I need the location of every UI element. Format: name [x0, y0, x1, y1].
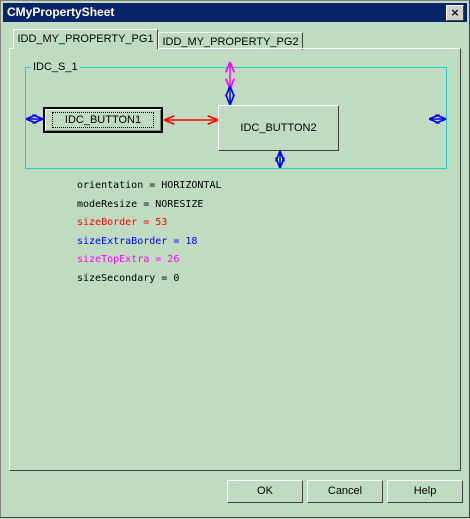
cancel-button[interactable]: Cancel — [307, 480, 383, 503]
tab-property-pg2[interactable]: IDD_MY_PROPERTY_PG2 — [158, 32, 303, 50]
close-button[interactable]: × — [446, 5, 464, 21]
tab-page — [9, 48, 461, 471]
idc-button2-label: IDC_BUTTON2 — [240, 122, 317, 134]
idc-button2[interactable]: IDC_BUTTON2 — [218, 105, 339, 151]
prop-size-border: sizeBorder = 53 — [77, 217, 168, 229]
ok-button[interactable]: OK — [227, 480, 303, 503]
idc-button1-label: IDC_BUTTON1 — [51, 112, 155, 128]
group-box-label: IDC_S_1 — [31, 61, 80, 74]
prop-size-secondary: sizeSecondary = 0 — [77, 272, 180, 284]
prop-size-extra-border: sizeExtraBorder = 18 — [77, 235, 198, 247]
tab-property-pg1[interactable]: IDD_MY_PROPERTY_PG1 — [13, 29, 158, 49]
prop-mode-resize: modeResize = NORESIZE — [77, 198, 204, 210]
title-bar[interactable]: CMyPropertySheet × — [3, 3, 467, 22]
close-icon: × — [450, 6, 460, 19]
idc-button1[interactable]: IDC_BUTTON1 — [43, 107, 163, 133]
window-title: CMyPropertySheet — [7, 5, 115, 19]
help-button[interactable]: Help — [387, 480, 463, 503]
prop-orientation: orientation = HORIZONTAL — [77, 180, 222, 191]
group-box — [25, 67, 447, 169]
property-list: orientation = HORIZONTAL modeResize = NO… — [77, 177, 222, 289]
prop-size-top-extra: sizeTopExtra = 26 — [77, 254, 180, 266]
